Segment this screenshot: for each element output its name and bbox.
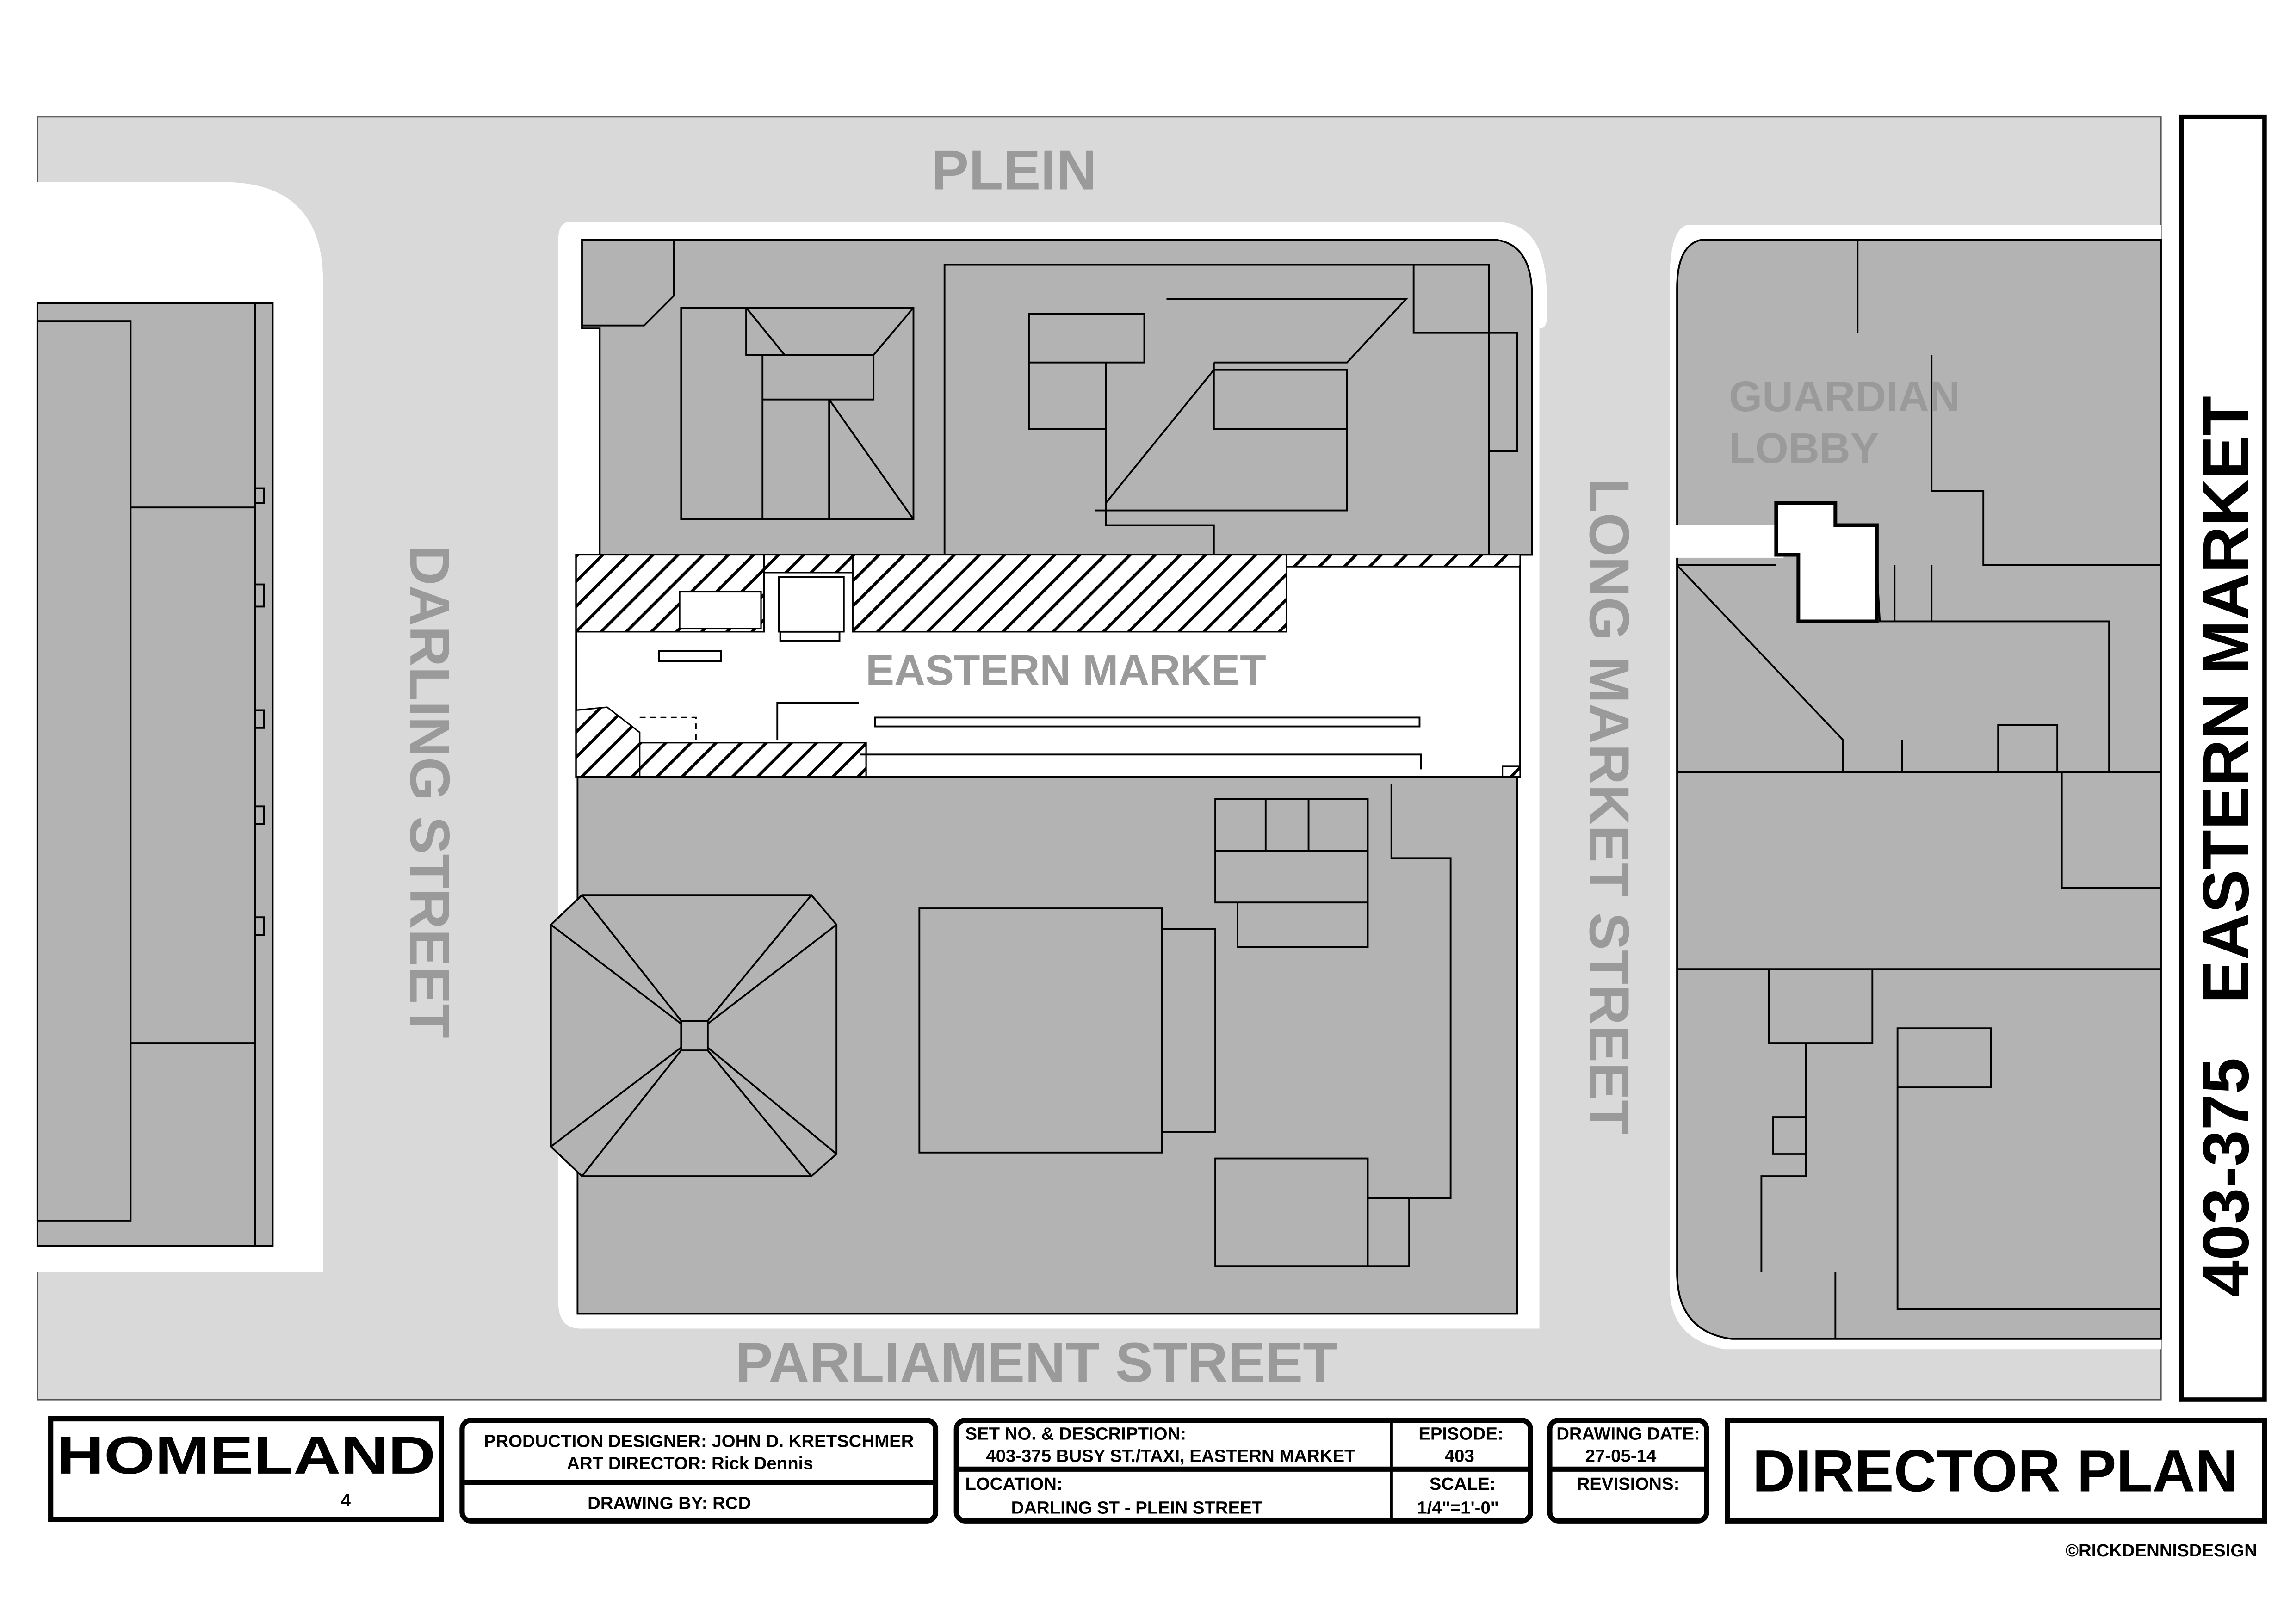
scale-value: 1/4"=1'-0" [1417, 1498, 1499, 1518]
location-label: LOCATION: [965, 1474, 1062, 1494]
episode-label: EPISODE: [1418, 1424, 1503, 1444]
production-designer: PRODUCTION DESIGNER: JOHN D. KRETSCHMER [484, 1431, 914, 1451]
guardian-lobby-label: GUARDIAN LOBBY [1729, 372, 1972, 472]
art-director: ART DIRECTOR: Rick Dennis [567, 1453, 813, 1473]
title-block: HOMELAND 4 PRODUCTION DESIGNER: JOHN D. … [48, 1416, 2267, 1561]
guardian-line: GUARDIAN [1729, 372, 1960, 420]
east-block: GUARDIAN LOBBY [1670, 225, 2162, 1350]
west-building [36, 302, 274, 1247]
plan-title-box [1725, 1418, 2267, 1524]
street-label-long-market: LONG MARKET STREET [1578, 478, 1640, 1134]
set-value: 403-375 BUSY ST./TAXI, EASTERN MARKET [986, 1446, 1355, 1466]
date-label: DRAWING DATE: [1556, 1424, 1700, 1444]
set-label: SET NO. & DESCRIPTION: [965, 1424, 1186, 1444]
location-value: DARLING ST - PLEIN STREET [1011, 1498, 1263, 1518]
street-label-plein: PLEIN [931, 138, 1097, 201]
homeland-logo: HOMELAND [56, 1426, 435, 1485]
copyright: ©RICKDENNISDESIGN [2066, 1541, 2257, 1561]
episode-value: 403 [1445, 1446, 1474, 1466]
south-buildings [550, 776, 1518, 1315]
scale-label: SCALE: [1430, 1474, 1496, 1494]
street-label-darling: DARLING STREET [398, 545, 461, 1038]
logo-box [48, 1416, 444, 1522]
north-buildings [581, 239, 1533, 556]
street-label-parliament: PARLIAMENT STREET [735, 1331, 1337, 1394]
side-title: 403-375 EASTERN MARKET [2190, 396, 2262, 1296]
drawing-by: DRAWING BY: RCD [588, 1493, 751, 1513]
plan-title: DIRECTOR PLAN [1752, 1438, 2238, 1504]
revisions-label: REVISIONS: [1577, 1474, 1680, 1494]
logo-season-mark: 4 [341, 1490, 351, 1510]
side-title-box [2179, 114, 2267, 1402]
designer-box [459, 1418, 939, 1524]
date-value: 27-05-14 [1585, 1446, 1657, 1466]
lobby-line: LOBBY [1729, 424, 1879, 472]
market-label: EASTERN MARKET [866, 646, 1266, 694]
eastern-market-strip: EASTERN MARKET [575, 554, 1521, 778]
